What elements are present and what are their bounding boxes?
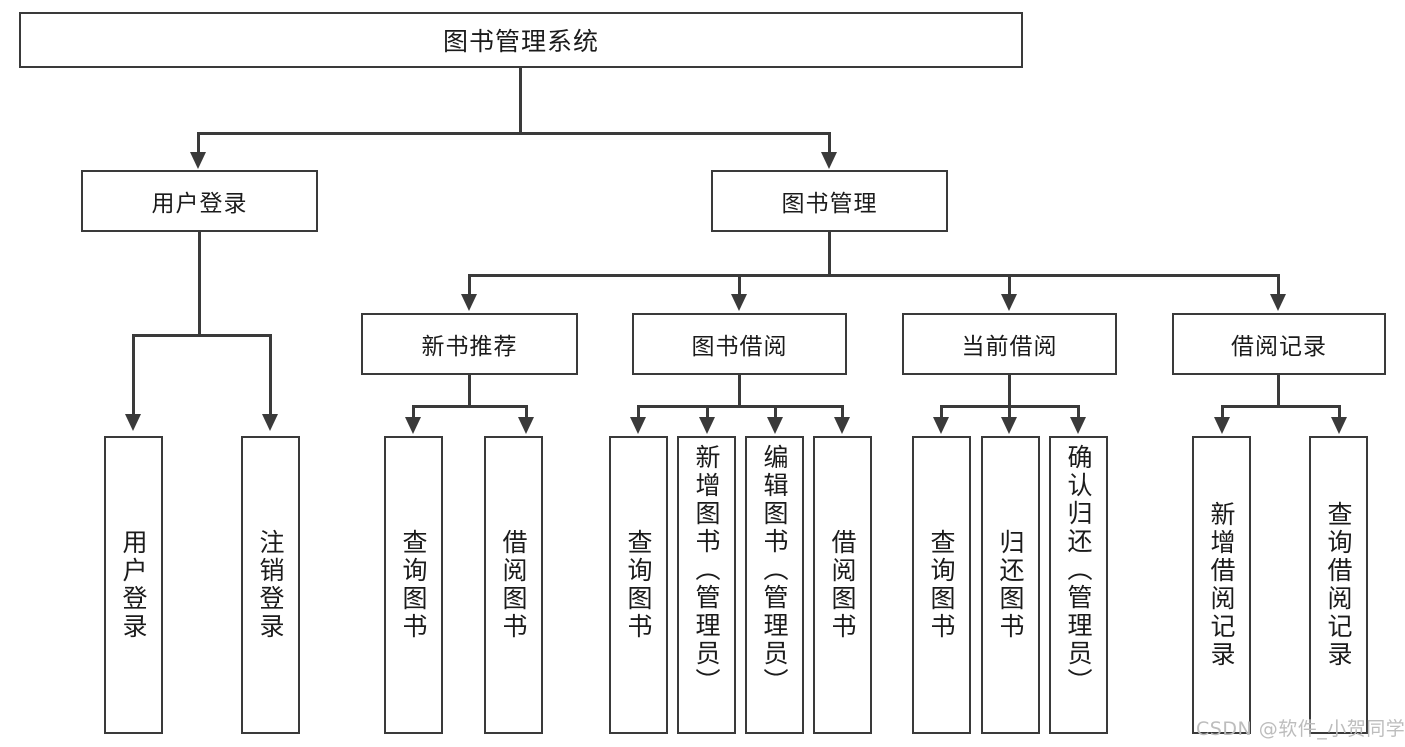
arrow-borrow-book-child-4 bbox=[834, 417, 850, 434]
leaf-label: 用户登录 bbox=[119, 529, 148, 641]
leaf-label: 确认归还（管理员） bbox=[1064, 444, 1093, 696]
leaf-label: 注销登录 bbox=[256, 529, 285, 641]
leaf-label: 查询图书 bbox=[624, 529, 653, 641]
connector-user-login-child-2 bbox=[269, 334, 272, 416]
arrow-book-mgmt-to-current-borrow bbox=[1001, 294, 1017, 311]
node-book-management[interactable]: 图书管理 bbox=[711, 170, 948, 232]
leaf-label: 新增借阅记录 bbox=[1207, 501, 1236, 669]
connector-current-borrow-stem bbox=[1008, 375, 1011, 407]
node-book-borrow[interactable]: 图书借阅 bbox=[632, 313, 847, 375]
leaf-borrow-book-borrow[interactable]: 借阅图书 bbox=[813, 436, 872, 734]
connector-book-mgmt-stem bbox=[828, 232, 831, 276]
arrow-book-mgmt-to-borrow-book bbox=[731, 294, 747, 311]
leaf-label: 编辑图书（管理员） bbox=[760, 444, 789, 696]
connector-book-mgmt-to-current-borrow bbox=[1008, 274, 1011, 296]
leaf-label: 查询图书 bbox=[927, 529, 956, 641]
connector-borrow-record-child-2 bbox=[1338, 405, 1341, 419]
arrow-current-borrow-child-1 bbox=[933, 417, 949, 434]
leaf-user-login-login[interactable]: 用户登录 bbox=[104, 436, 163, 734]
connector-book-mgmt-to-new-book bbox=[468, 274, 471, 296]
connector-book-mgmt-to-borrow-record bbox=[1277, 274, 1280, 296]
arrow-root-to-book-mgmt bbox=[821, 152, 837, 169]
arrow-new-book-child-2 bbox=[518, 417, 534, 434]
connector-borrow-record-child-1 bbox=[1221, 405, 1224, 419]
arrow-current-borrow-child-2 bbox=[1001, 417, 1017, 434]
node-new-book-recommend[interactable]: 新书推荐 bbox=[361, 313, 578, 375]
leaf-borrow-record-query[interactable]: 查询借阅记录 bbox=[1309, 436, 1368, 734]
connector-book-mgmt-bar bbox=[468, 274, 1280, 277]
connector-root-bar bbox=[197, 132, 831, 135]
arrow-borrow-book-child-2 bbox=[699, 417, 715, 434]
connector-borrow-book-child-4 bbox=[841, 405, 844, 419]
connector-root-stem bbox=[519, 68, 522, 134]
connector-borrow-book-bar bbox=[637, 405, 844, 408]
leaf-borrow-book-edit[interactable]: 编辑图书（管理员） bbox=[745, 436, 804, 734]
connector-current-borrow-child-1 bbox=[940, 405, 943, 419]
arrow-new-book-child-1 bbox=[405, 417, 421, 434]
connector-new-book-stem bbox=[468, 375, 471, 407]
arrow-root-to-user-login bbox=[190, 152, 206, 169]
connector-new-book-child-2 bbox=[525, 405, 528, 419]
connector-borrow-record-stem bbox=[1277, 375, 1280, 407]
arrow-book-mgmt-to-new-book bbox=[461, 294, 477, 311]
node-borrow-record[interactable]: 借阅记录 bbox=[1172, 313, 1386, 375]
connector-current-borrow-child-3 bbox=[1077, 405, 1080, 419]
arrow-user-login-child-1 bbox=[125, 414, 141, 431]
leaf-label: 借阅图书 bbox=[499, 529, 528, 641]
leaf-new-book-borrow[interactable]: 借阅图书 bbox=[484, 436, 543, 734]
leaf-borrow-book-query[interactable]: 查询图书 bbox=[609, 436, 668, 734]
arrow-borrow-book-child-3 bbox=[767, 417, 783, 434]
leaf-label: 借阅图书 bbox=[828, 529, 857, 641]
connector-root-to-user-login bbox=[197, 132, 200, 154]
leaf-label: 查询借阅记录 bbox=[1324, 501, 1353, 669]
connector-user-login-child-1 bbox=[132, 334, 135, 416]
leaf-label: 新增图书（管理员） bbox=[692, 444, 721, 696]
arrow-borrow-book-child-1 bbox=[630, 417, 646, 434]
arrow-book-mgmt-to-borrow-record bbox=[1270, 294, 1286, 311]
leaf-borrow-record-add[interactable]: 新增借阅记录 bbox=[1192, 436, 1251, 734]
node-root-system[interactable]: 图书管理系统 bbox=[19, 12, 1023, 68]
connector-borrow-record-bar bbox=[1221, 405, 1341, 408]
connector-root-to-book-mgmt bbox=[828, 132, 831, 154]
connector-new-book-bar bbox=[412, 405, 528, 408]
connector-borrow-book-child-2 bbox=[706, 405, 709, 419]
leaf-current-borrow-return[interactable]: 归还图书 bbox=[981, 436, 1040, 734]
connector-current-borrow-child-2 bbox=[1008, 405, 1011, 419]
arrow-user-login-child-2 bbox=[262, 414, 278, 431]
connector-book-mgmt-to-borrow-book bbox=[738, 274, 741, 296]
arrow-borrow-record-child-2 bbox=[1331, 417, 1347, 434]
leaf-user-login-logout[interactable]: 注销登录 bbox=[241, 436, 300, 734]
arrow-current-borrow-child-3 bbox=[1070, 417, 1086, 434]
node-current-borrow[interactable]: 当前借阅 bbox=[902, 313, 1117, 375]
connector-user-login-stem bbox=[198, 232, 201, 336]
leaf-current-borrow-query[interactable]: 查询图书 bbox=[912, 436, 971, 734]
leaf-label: 归还图书 bbox=[996, 529, 1025, 641]
node-user-login[interactable]: 用户登录 bbox=[81, 170, 318, 232]
arrow-borrow-record-child-1 bbox=[1214, 417, 1230, 434]
connector-new-book-child-1 bbox=[412, 405, 415, 419]
connector-borrow-book-child-1 bbox=[637, 405, 640, 419]
leaf-current-borrow-confirm[interactable]: 确认归还（管理员） bbox=[1049, 436, 1108, 734]
leaf-borrow-book-add[interactable]: 新增图书（管理员） bbox=[677, 436, 736, 734]
connector-borrow-book-child-3 bbox=[774, 405, 777, 419]
connector-borrow-book-stem bbox=[738, 375, 741, 407]
leaf-new-book-query[interactable]: 查询图书 bbox=[384, 436, 443, 734]
leaf-label: 查询图书 bbox=[399, 529, 428, 641]
connector-user-login-bar bbox=[132, 334, 269, 337]
